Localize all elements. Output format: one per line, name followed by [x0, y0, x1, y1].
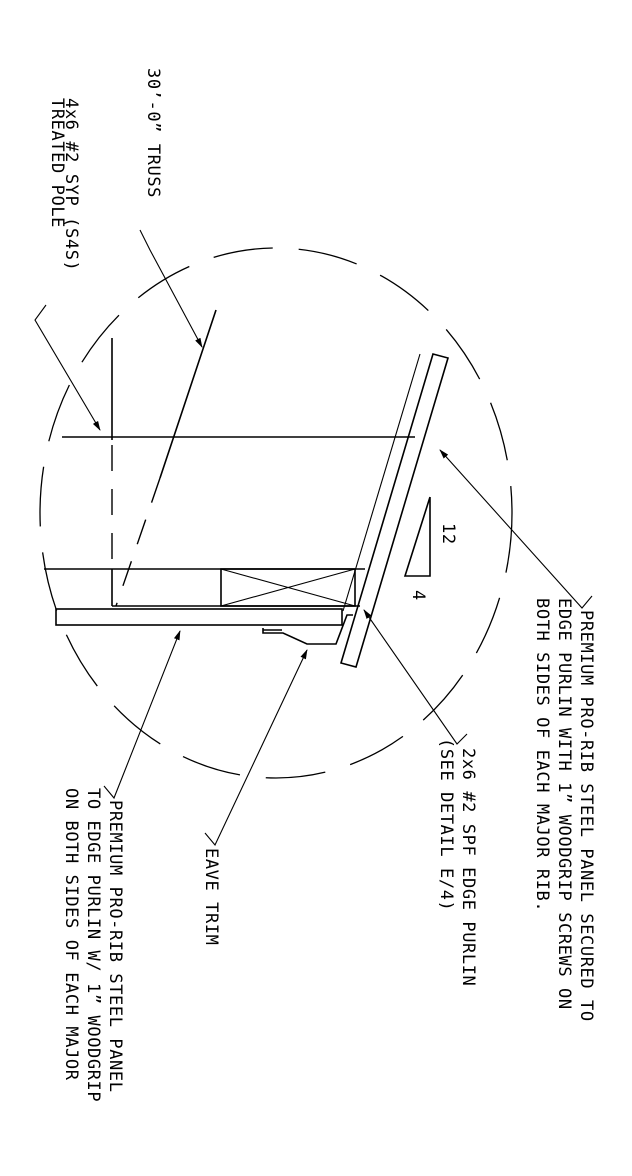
slope-rise-label: 4	[408, 590, 428, 601]
roof-panel-inner	[342, 353, 421, 612]
detail-callout-circle	[39, 247, 513, 779]
roof-panel-leader	[439, 449, 593, 609]
pole-label-line1: 4x6 #2 SYP (S4S)	[61, 98, 81, 271]
framing-geometry	[44, 309, 450, 668]
eave-trim-profile	[262, 614, 353, 645]
roof-panel-label-line2: EDGE PURLIN WITH 1” WOODGRIP SCREWS ON	[554, 598, 574, 1010]
roof-panel-section	[339, 353, 450, 668]
slope-run-label: 12	[438, 523, 458, 545]
edge-purlin-label-line1: 2x6 #2 SPF EDGE PURLIN	[458, 748, 478, 986]
edge-purlin-label-line2: (SEE DETAIL E/4)	[436, 738, 456, 911]
pole-label-line2: TREATED POLE	[47, 98, 67, 228]
roof-panel-label-line1: PREMIUM PRO-RIB STEEL PANEL SECURED TO	[576, 610, 596, 1022]
truss-leader	[139, 229, 203, 348]
edge-purlin-section	[220, 568, 356, 607]
slope-triangle	[403, 496, 431, 577]
edge-purlin-leader	[363, 609, 468, 745]
wall-panel-label-line2: TO EDGE PURLIN W/ 1” WOODGRIP	[83, 788, 103, 1102]
pole-leader	[34, 304, 101, 431]
wall-panel-section	[55, 608, 343, 626]
roof-panel-label-line3: BOTH SIDES OF EACH MAJOR RIB.	[532, 598, 552, 912]
wall-panel-label-line1: PREMIUM PRO-RIB STEEL PANEL	[105, 800, 125, 1093]
leader-lines	[34, 229, 593, 847]
edge-purlin-x2	[220, 568, 356, 607]
truss-label: 30’-0” TRUSS	[143, 68, 163, 198]
truss-chord-solid	[159, 309, 217, 479]
wall-panel-leader	[103, 630, 181, 800]
truss-chord-dashed	[115, 477, 161, 607]
wall-panel-label-line3: ON BOTH SIDES OF EACH MAJOR	[61, 788, 81, 1081]
eave-trim-label: EAVE TRIM	[201, 848, 221, 946]
eave-trim-leader	[204, 649, 308, 847]
